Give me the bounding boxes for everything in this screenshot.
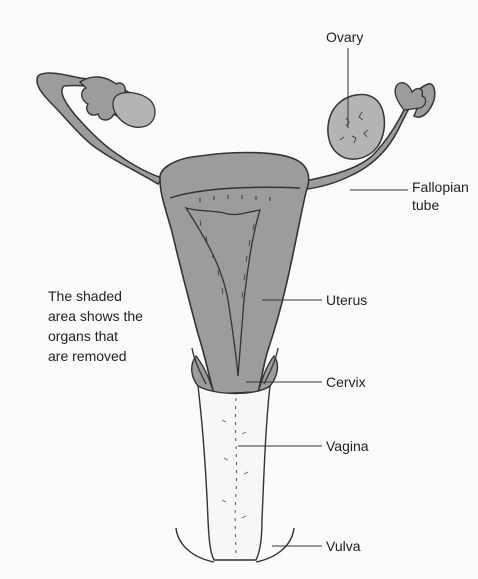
caption-line: are removed (48, 346, 198, 366)
right-ovary (328, 94, 384, 159)
label-uterus: Uterus (326, 291, 367, 309)
caption-line: organs that (48, 326, 198, 346)
label-fallopian-line2: tube (412, 197, 439, 213)
right-fimbriae (395, 83, 426, 110)
caption-line: The shaded (48, 286, 198, 306)
shaded-area-caption: The shaded area shows the organs that ar… (48, 286, 198, 366)
label-vagina: Vagina (326, 437, 369, 455)
label-ovary: Ovary (326, 28, 363, 46)
label-fallopian-line1: Fallopian (412, 179, 469, 195)
label-cervix: Cervix (326, 373, 366, 391)
left-ovary (113, 93, 155, 128)
vagina (198, 386, 270, 560)
label-fallopian-tube: Fallopian tube (412, 178, 469, 214)
caption-line: area shows the (48, 306, 198, 326)
label-vulva: Vulva (326, 537, 361, 555)
